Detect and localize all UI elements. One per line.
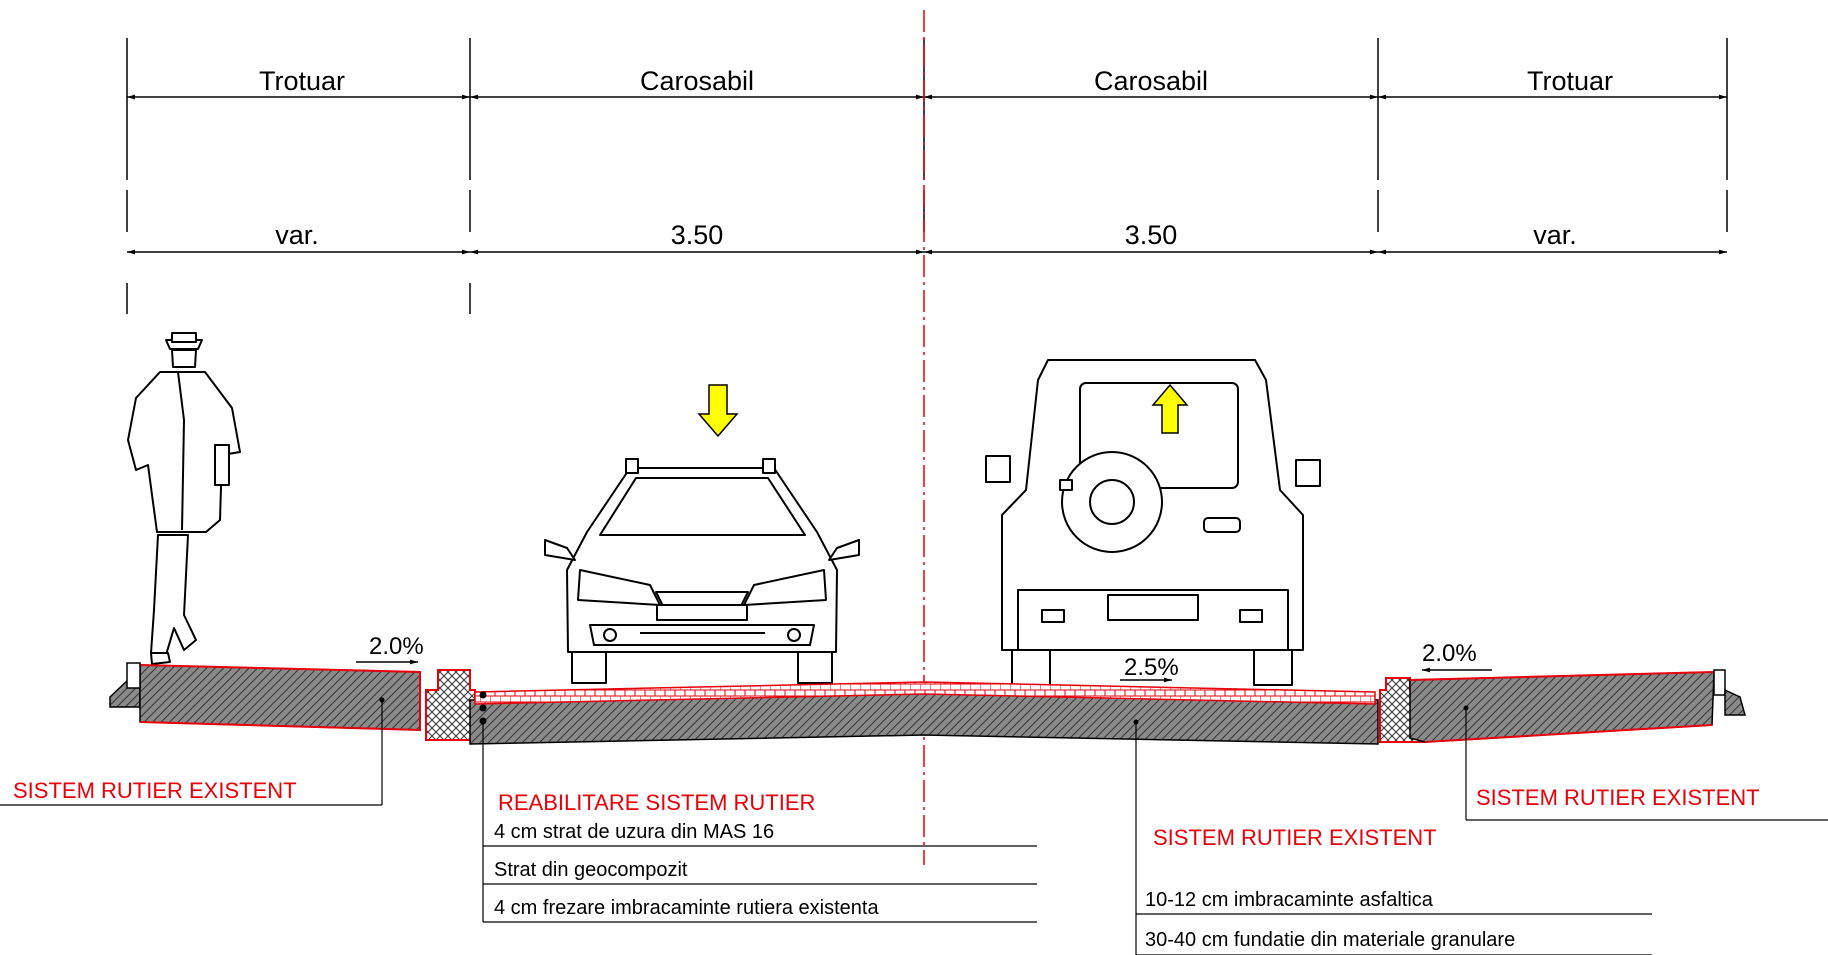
callout-leaders bbox=[0, 700, 1828, 955]
rehabilitation-layer-3: 4 cm frezare imbracaminte rutiera existe… bbox=[494, 897, 879, 919]
callout-rehabilitation-title: REABILITARE SISTEM RUTIER bbox=[498, 790, 815, 815]
callout-roadway-existing-title: SISTEM RUTIER EXISTENT bbox=[1153, 825, 1437, 850]
slope-label-left-sidewalk: 2.0% bbox=[369, 633, 424, 660]
section-name-right-lane: Carosabil bbox=[1094, 66, 1208, 96]
section-width-right-sidewalk: var. bbox=[1533, 220, 1577, 250]
section-width-left-sidewalk: var. bbox=[275, 220, 319, 250]
pedestrian-figure bbox=[127, 332, 241, 665]
section-name-left-sidewalk: Trotuar bbox=[259, 66, 345, 96]
upward-direction-arrow-icon bbox=[1151, 383, 1189, 434]
rehabilitation-layer-2: Strat din geocompozit bbox=[494, 859, 688, 881]
existing-layer-1: 10-12 cm imbracaminte asfaltica bbox=[1145, 889, 1434, 911]
slope-label-right-sidewalk: 2.0% bbox=[1422, 640, 1477, 667]
section-name-left-lane: Carosabil bbox=[640, 66, 754, 96]
downward-direction-arrow-icon bbox=[697, 384, 739, 438]
existing-layer-2: 30-40 cm fundatie din materiale granular… bbox=[1145, 929, 1515, 951]
dimension-lines bbox=[126, 38, 1728, 314]
suv-car bbox=[985, 359, 1321, 686]
section-width-right-lane: 3.50 bbox=[1125, 220, 1178, 250]
rehabilitation-layer-1: 4 cm strat de uzura din MAS 16 bbox=[494, 821, 774, 843]
pavement-structure bbox=[109, 662, 1746, 745]
section-width-left-lane: 3.50 bbox=[671, 220, 724, 250]
slope-label-right-roadway: 2.5% bbox=[1124, 654, 1179, 681]
callout-right-existing-title: SISTEM RUTIER EXISTENT bbox=[1476, 785, 1760, 810]
sedan-car bbox=[544, 458, 860, 684]
callout-left-existing-title: SISTEM RUTIER EXISTENT bbox=[13, 778, 297, 803]
slope-annotations bbox=[356, 659, 1492, 683]
section-name-right-sidewalk: Trotuar bbox=[1527, 66, 1613, 96]
